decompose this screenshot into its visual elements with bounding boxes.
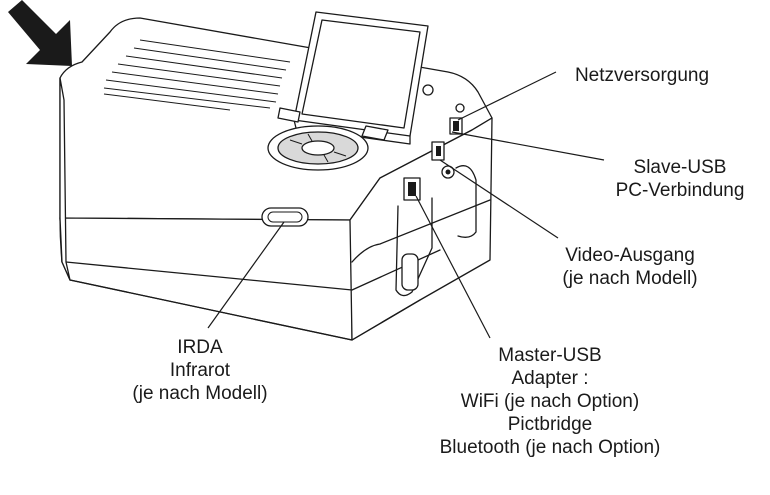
label-slave-usb: Slave-USB PC-Verbindung xyxy=(615,157,745,201)
side-ports xyxy=(395,103,477,297)
label-master-usb: Master-USB Adapter : WiFi (je nach Optio… xyxy=(439,345,661,458)
label-irda: IRDA Infrarot (je nach Modell) xyxy=(132,337,268,404)
leader-lines xyxy=(207,71,605,339)
irda-window xyxy=(261,207,309,227)
printer-body xyxy=(59,17,493,341)
label-video-output: Video-Ausgang (je nach Modell) xyxy=(562,245,698,289)
direction-arrow-icon xyxy=(8,0,72,66)
vent-slots xyxy=(103,39,291,111)
lcd-screen xyxy=(293,11,429,145)
label-power: Netzversorgung xyxy=(574,65,710,86)
control-pad xyxy=(267,107,389,171)
